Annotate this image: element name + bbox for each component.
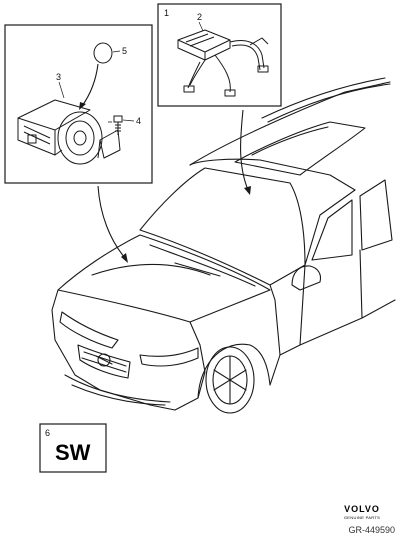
diagram-reference: GR-449590 — [348, 525, 395, 535]
callout-2: 2 — [197, 12, 202, 22]
software-label: SW — [55, 440, 91, 465]
car-illustration — [51, 77, 396, 414]
detail-box-harness — [157, 3, 282, 107]
callout-4: 4 — [136, 116, 141, 126]
callout-6: 6 — [45, 428, 50, 438]
wiring-harness-icon — [177, 29, 269, 97]
callout-3: 3 — [56, 72, 61, 82]
screw-icon — [113, 115, 123, 135]
volvo-logo: VOLVO — [344, 504, 380, 514]
volvo-tagline: GENUINE PARTS — [344, 515, 380, 520]
leader-arrows — [97, 109, 249, 259]
arrow-head-module — [121, 253, 128, 263]
software-box — [39, 423, 107, 473]
arrow-head-harness — [244, 186, 251, 195]
callout-5: 5 — [122, 46, 127, 56]
detail-box-module — [4, 24, 153, 184]
cap-icon — [93, 42, 113, 64]
control-module-icon — [17, 99, 121, 165]
callout-1: 1 — [164, 8, 169, 18]
